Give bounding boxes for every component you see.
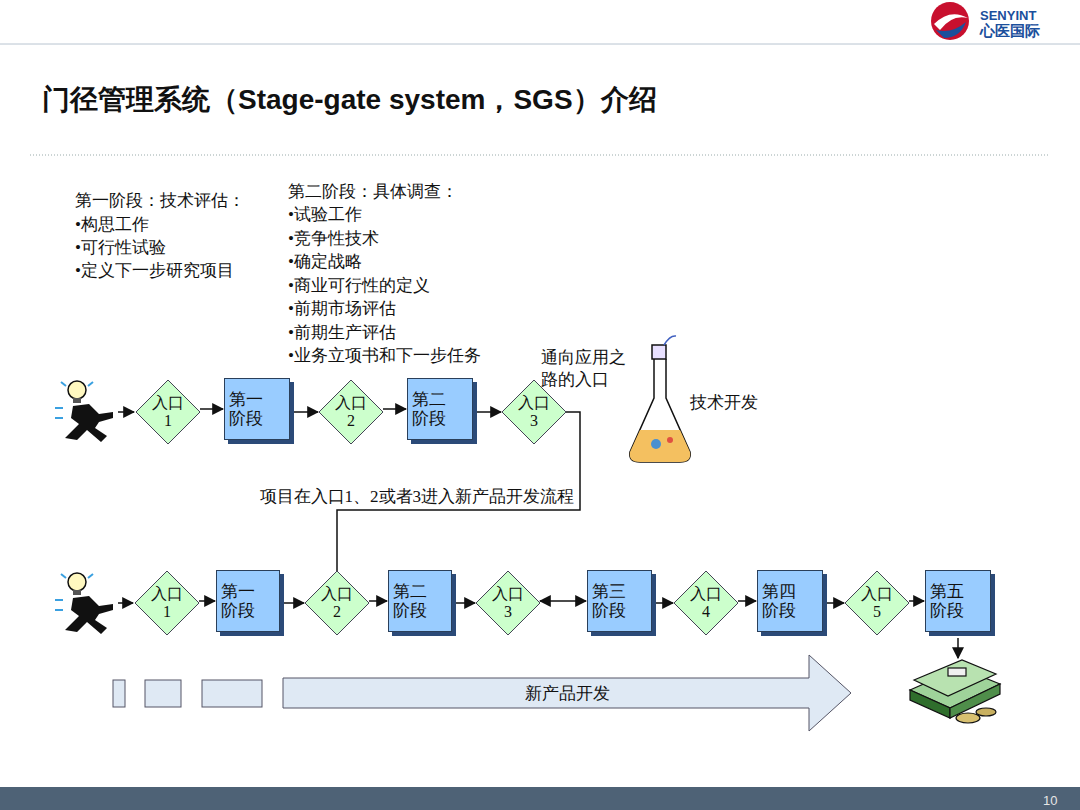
node-label: 第四 阶段 (762, 582, 801, 620)
logo-text: 心医国际 (980, 20, 1040, 42)
stage-box: 第四 阶段 (757, 570, 823, 632)
gate-diamond-shape (502, 380, 566, 444)
page-number: 10 (1043, 790, 1057, 810)
connector (369, 600, 387, 602)
gate-diamond-shape (136, 380, 200, 444)
connector (452, 602, 475, 604)
gate-diamond-shape (476, 571, 540, 635)
node-label: 入口 4 (688, 585, 723, 621)
node-label: 第三 阶段 (592, 582, 631, 620)
header-rule (0, 44, 1080, 45)
connector (199, 600, 215, 602)
connector (540, 600, 586, 602)
connector (200, 408, 223, 410)
note-text: •业务立项书和下一步任务 (288, 345, 481, 367)
node-label: 新产品开发 (525, 684, 610, 703)
connector (909, 600, 924, 602)
logo-mark (931, 2, 969, 40)
note-text: 第二阶段：具体调查： (288, 181, 458, 203)
node-label: 入口 3 (516, 394, 551, 430)
idea-person-icon (55, 573, 113, 634)
connector (738, 600, 756, 602)
gate-diamond-shape (305, 571, 369, 635)
node-label: 入口 2 (319, 585, 354, 621)
note-text: •确定战略 (288, 251, 362, 273)
gate-diamond: 入口 1 (136, 380, 200, 444)
gate-diamond: 入口 5 (845, 571, 909, 635)
note-text: 第一阶段：技术评估： (75, 190, 245, 212)
stage-box: 第二 阶段 (388, 570, 452, 632)
footer-bar (0, 787, 1080, 810)
start-arrow (118, 602, 133, 604)
gate-diamond-shape (674, 571, 738, 635)
node-label: 第一 阶段 (229, 390, 268, 428)
node-label: 入口 3 (490, 585, 525, 621)
progress-block (145, 680, 181, 707)
gate-diamond-shape (135, 571, 199, 635)
arrow-band-shape (283, 655, 851, 731)
callout-note: 技术开发 (690, 392, 758, 414)
connector (652, 602, 673, 604)
node-label: 第五 阶段 (930, 582, 969, 620)
note-text: •构思工作 (75, 214, 149, 236)
node-label: 第二 阶段 (412, 390, 451, 428)
gate-diamond: 入口 3 (476, 571, 540, 635)
stage-box: 第二 阶段 (407, 378, 473, 440)
note-text: •前期市场评估 (288, 298, 396, 320)
note-text: •商业可行性的定义 (288, 275, 430, 297)
idea-person-icon (55, 381, 113, 442)
note-text: •前期生产评估 (288, 322, 396, 344)
connector (280, 602, 304, 604)
note-text: •定义下一步研究项目 (75, 260, 234, 282)
gate-diamond: 入口 3 (502, 380, 566, 444)
gate-diamond-shape (319, 380, 383, 444)
node-label: 入口 1 (150, 394, 185, 430)
connector-label: 项目在入口1、2或者3进入新产品开发流程 (258, 486, 577, 508)
stage-box: 第三 阶段 (587, 570, 652, 632)
note-text: •可行性试验 (75, 237, 166, 259)
output-arrow (957, 638, 959, 658)
money-stack-icon (910, 660, 1000, 723)
flask-icon (630, 336, 691, 462)
connector (473, 411, 501, 413)
connector (823, 602, 844, 604)
progress-block (113, 680, 125, 707)
node-label: 第二 阶段 (393, 582, 432, 620)
callout-note: 通向应用之 路的入口 (541, 347, 641, 391)
connector (383, 408, 406, 410)
slide-title: 门径管理系统（Stage-gate system，SGS）介绍 (42, 82, 657, 118)
stage-box: 第五 阶段 (925, 570, 991, 632)
stage-box: 第一 阶段 (216, 570, 280, 632)
node-label: 入口 5 (859, 585, 894, 621)
gate-diamond: 入口 1 (135, 571, 199, 635)
arrow-band: 新产品开发 (283, 655, 851, 731)
note-text: •竞争性技术 (288, 228, 379, 250)
dotted-rule (30, 155, 1050, 156)
gate-diamond: 入口 2 (305, 571, 369, 635)
gate-diamond: 入口 2 (319, 380, 383, 444)
connector (290, 411, 318, 413)
start-arrow (118, 411, 134, 413)
stage-box: 第一 阶段 (224, 378, 290, 440)
gate-diamond: 入口 4 (674, 571, 738, 635)
node-label: 入口 1 (149, 585, 184, 621)
progress-block (202, 680, 262, 707)
gate-diamond-shape (845, 571, 909, 635)
node-label: 入口 2 (333, 394, 368, 430)
node-label: 第一 阶段 (221, 582, 260, 620)
note-text: •试验工作 (288, 204, 362, 226)
